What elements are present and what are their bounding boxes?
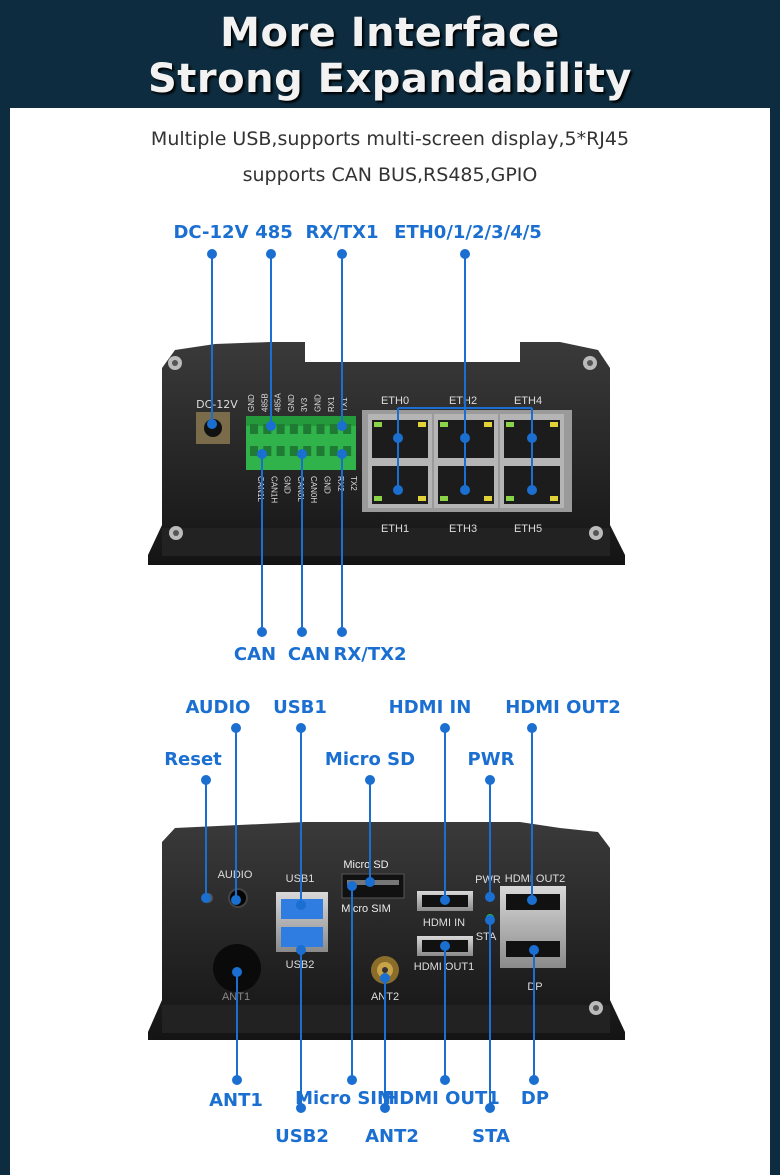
page-title-line2: Strong Expandability <box>148 56 632 102</box>
ethernet-led <box>440 422 448 427</box>
label-pwr: PWR <box>467 749 515 770</box>
ethernet-led <box>440 496 448 501</box>
terminal-pin-label-top: RX1 <box>327 396 336 412</box>
terminal-screw <box>276 446 285 456</box>
ethernet-led <box>418 496 426 501</box>
terminal-pin-label-bottom: CAN1L <box>256 476 265 502</box>
terminal-pin-label-top: GND <box>247 394 256 412</box>
label-dc12v: DC-12V <box>173 222 249 243</box>
terminal-screw <box>343 424 352 434</box>
terminal-pin-label-bottom: GND <box>323 476 332 494</box>
terminal-pin-label-top: 3V3 <box>300 397 309 412</box>
terminal-pin-label-top: 485B <box>260 393 269 412</box>
ethernet-led <box>484 496 492 501</box>
terminal-pin-label-bottom: RX2 <box>336 476 345 492</box>
label-rxtx1: RX/TX1 <box>305 222 379 243</box>
terminal-screw <box>289 424 298 434</box>
ethernet-led <box>418 422 426 427</box>
back-callouts <box>201 723 539 1113</box>
page-header: More Interface Strong Expandability <box>0 0 780 108</box>
terminal-screw <box>316 424 325 434</box>
ethernet-led <box>550 422 558 427</box>
terminal-screw <box>250 446 258 456</box>
ethernet-led <box>550 496 558 501</box>
terminal-pin-label-top: GND <box>287 394 296 412</box>
dc-panel-label: DC-12V <box>196 398 238 411</box>
ethernet-led <box>374 422 382 427</box>
label-hdmi-in: HDMI IN <box>388 697 472 718</box>
label-can-2: CAN <box>287 644 331 665</box>
micro-sd-panel-label: Micro SD <box>343 859 388 871</box>
terminal-screw <box>303 424 312 434</box>
micro-sim-panel-label: Micro SIM <box>341 903 391 915</box>
eth0-port-label: ETH0 <box>381 395 409 407</box>
ethernet-led <box>506 422 514 427</box>
terminal-screw <box>343 446 352 456</box>
ethernet-led <box>484 422 492 427</box>
eth4-port-label: ETH4 <box>514 395 542 407</box>
terminal-pin-label-bottom: CAN0L <box>296 476 305 502</box>
terminal-pin-label-bottom: GND <box>283 476 292 494</box>
label-hdmi-out1: HDMI OUT1 <box>384 1088 500 1109</box>
eth2-port-label: ETH2 <box>449 395 477 407</box>
terminal-screw <box>316 446 325 456</box>
ant2-connector <box>371 956 399 984</box>
terminal-pin-label-top: 485A <box>274 393 283 412</box>
label-audio: AUDIO <box>185 697 251 718</box>
terminal-pin-label-top: GND <box>314 394 323 412</box>
terminal-screw <box>263 446 272 456</box>
eth5-port-label: ETH5 <box>514 523 542 535</box>
hdmi-in-panel-label: HDMI IN <box>423 917 465 929</box>
label-can-1: CAN <box>233 644 277 665</box>
terminal-screw <box>276 424 285 434</box>
label-dp: DP <box>520 1088 550 1109</box>
label-rxtx2: RX/TX2 <box>333 644 407 665</box>
terminal-screw <box>329 424 338 434</box>
terminal-screw <box>303 446 312 456</box>
pwr-panel-label: PWR <box>475 874 501 886</box>
terminal-screw <box>329 446 338 456</box>
label-micro-sd: Micro SD <box>324 749 416 770</box>
ethernet-led <box>374 496 382 501</box>
terminal-screw <box>289 446 298 456</box>
hdmi-out2-panel-label: HDMI OUT2 <box>505 873 566 885</box>
eth3-port-label: ETH3 <box>449 523 477 535</box>
terminal-pin-label-bottom: CAN0H <box>309 476 318 503</box>
terminal-pin-label-top: TX1 <box>340 397 349 412</box>
label-hdmi-out2: HDMI OUT2 <box>505 697 621 718</box>
eth1-port-label: ETH1 <box>381 523 409 535</box>
terminal-screw <box>250 424 258 434</box>
front-callouts <box>207 249 537 637</box>
subtitle-line1: Multiple USB,supports multi-screen displ… <box>150 128 630 150</box>
label-ant2: ANT2 <box>365 1126 419 1147</box>
sta-panel-label: STA <box>476 931 497 943</box>
label-usb2: USB2 <box>275 1126 329 1147</box>
label-micro-sim: Micro SIM <box>295 1088 395 1109</box>
label-eth: ETH0/1/2/3/4/5 <box>394 222 542 243</box>
label-ant1: ANT1 <box>209 1090 263 1111</box>
terminal-pin-label-bottom: CAN1H <box>269 476 278 503</box>
terminal-pin-label-bottom: TX2 <box>349 476 358 491</box>
label-reset: Reset <box>164 749 222 770</box>
subtitle-line2: supports CAN BUS,RS485,GPIO <box>242 164 538 186</box>
label-sta: STA <box>472 1126 510 1147</box>
label-485: 485 <box>255 222 293 243</box>
page-title-line1: More Interface <box>220 10 560 56</box>
label-usb1: USB1 <box>273 697 327 718</box>
ethernet-led <box>506 496 514 501</box>
